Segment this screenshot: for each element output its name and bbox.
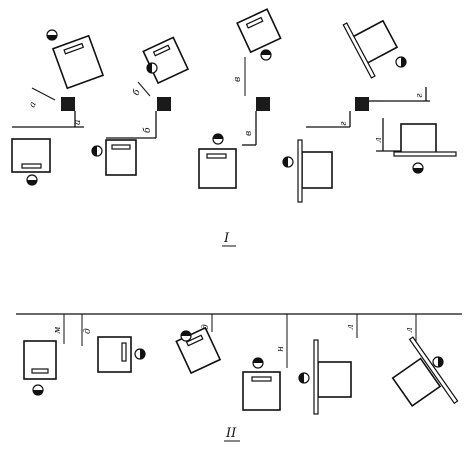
operator-seat-II-1 [32, 384, 44, 396]
dim-label-g-1: г [339, 121, 349, 126]
operator-seat-I-6 [212, 133, 224, 145]
operator-seat-II-2 [134, 348, 146, 360]
group-I: а а б б в в г г л I [11, 8, 457, 247]
desk-II-2 [97, 336, 132, 373]
operator-seat-I-5 [260, 49, 272, 61]
operator-seat-I-9 [412, 162, 424, 174]
dim-label-d-1: д [83, 328, 93, 334]
dim-label-v-2: в [244, 131, 254, 136]
dim-label-g-2: г [415, 93, 425, 98]
desk-II-4 [242, 371, 281, 411]
desk-I-4 [105, 139, 137, 176]
section-label-II: II [225, 426, 237, 441]
desk-II-6 [391, 336, 459, 408]
column-marker-1 [61, 97, 75, 111]
dim-label-v-1: в [233, 77, 243, 82]
desk-II-1 [23, 340, 57, 380]
dim-label-l-2: л [346, 324, 356, 330]
desk-I-2 [11, 138, 51, 173]
dim-label-l-1: л [374, 137, 384, 143]
section-label-I: I [223, 231, 230, 246]
dim-label-b-1: б [131, 87, 143, 97]
desk-I-9 [393, 123, 457, 157]
desk-I-5 [236, 8, 282, 54]
column-marker-3 [256, 97, 270, 111]
operator-seat-I-3 [146, 62, 158, 74]
dim-label-a-2: а [73, 120, 83, 125]
operator-seat-I-4 [91, 145, 103, 157]
operator-seat-II-4 [252, 357, 264, 369]
desk-I-3 [142, 36, 190, 85]
dim-label-n: н [276, 346, 286, 352]
operator-seat-I-8 [282, 156, 294, 168]
operator-seat-II-3 [180, 330, 192, 342]
dim-label-m: м [53, 327, 63, 334]
operator-seat-I-2 [26, 174, 38, 186]
desk-I-7 [342, 19, 399, 79]
column-marker-4 [355, 97, 369, 111]
operator-seat-II-5 [298, 372, 310, 384]
column-marker-2 [157, 97, 171, 111]
desk-I-6 [198, 148, 237, 189]
dim-label-d-2: д [201, 324, 211, 330]
desk-II-5 [313, 339, 352, 415]
desk-I-1 [51, 34, 105, 90]
operator-seat-I-7 [395, 56, 407, 68]
dim-label-b-2: б [142, 127, 153, 133]
operator-seat-I-1 [46, 29, 58, 41]
desk-I-8 [297, 139, 333, 203]
operator-seat-II-6 [432, 356, 444, 368]
dim-label-l-3: л [405, 327, 415, 333]
group-II: м д д н л л II [16, 313, 462, 442]
dim-label-a-1: а [28, 100, 39, 109]
